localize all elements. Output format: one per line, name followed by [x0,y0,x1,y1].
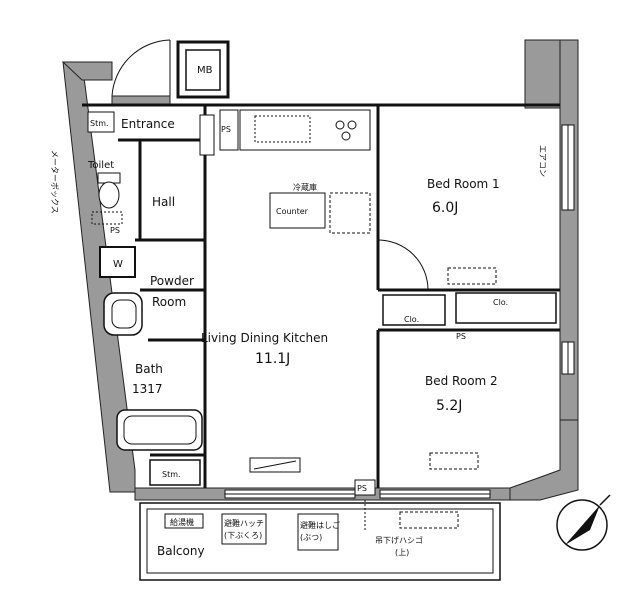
svg-text:Clo.: Clo. [404,315,419,324]
balcony-item-4b: (上) [395,548,409,557]
balcony: 給湯機 避難ハッチ (下ぶくろ) 避難はしご (ぶつ) 吊下げハシゴ (上) B… [139,500,501,581]
bed1-label: Bed Room 1 [427,177,500,191]
left-vertical-label: メーターボックス [50,150,59,214]
storage-bottom: Stm. [149,459,201,486]
svg-text:PS: PS [357,484,367,493]
right-vertical-label: エアコン [538,145,547,177]
washer: W [99,246,136,278]
bath-size-label: 1317 [132,382,163,396]
balcony-item-3b: (ぶつ) [300,533,322,542]
wash-basin-inner [111,299,137,329]
closet-2: Clo. [455,292,557,324]
bed2-label: Bed Room 2 [425,374,498,388]
svg-text:Stm.: Stm. [90,119,109,128]
ldk-label: Living Dining Kitchen [201,331,328,345]
bottom-windows [224,489,491,499]
storage-top: Stm. [87,111,115,133]
bed2-desk [429,452,479,470]
kitchen-counter [219,109,371,151]
mb-label: MB [197,65,213,76]
bed1-door-swing [377,239,429,291]
north-compass-icon [556,494,611,551]
floor-heater-mark [253,460,297,470]
entrance-label: Entrance [121,117,175,131]
interior-walls [82,103,560,488]
mb-box: MB [176,40,230,99]
island-counter [269,192,371,234]
ps-mid-label: PS [456,332,466,341]
balcony-label: Balcony [157,544,205,558]
toilet-label: Toilet [87,160,114,171]
shoe-box [199,114,215,156]
bathtub-inner [123,415,197,445]
svg-text:Clo.: Clo. [493,298,508,307]
ps-entrance-label: PS [221,125,231,134]
entrance-door-swing [111,39,171,97]
balcony-item-1: 給湯機 [170,517,194,527]
toilet-shelf [91,211,123,225]
bed1-area-label: 6.0J [432,200,458,216]
powder-label-2: Room [152,295,186,309]
bed1-desk [447,267,497,285]
powder-label-1: Powder [150,274,194,288]
bed2-area-label: 5.2J [436,398,462,414]
svg-text:W: W [113,259,123,270]
right-windows [561,124,575,375]
ps-toilet-label: PS [110,226,120,235]
hall-label: Hall [152,195,175,209]
bathtub [116,409,203,451]
counter-label: Counter [276,207,309,216]
toilet-fixture [97,172,121,209]
ldk-area-label: 11.1J [255,351,290,367]
balcony-item-4a: 吊下げハシゴ [375,535,423,545]
bath-label: Bath [135,362,163,376]
balcony-item-2a: 避難ハッチ [224,518,264,528]
fridge-label: 冷蔵庫 [293,182,317,192]
ps-bottom [354,479,376,496]
balcony-item-2b: (下ぶくろ) [224,531,262,540]
balcony-item-3a: 避難はしご [300,520,340,530]
closet-1: Clo. [382,294,446,326]
svg-text:Stm.: Stm. [162,470,181,479]
